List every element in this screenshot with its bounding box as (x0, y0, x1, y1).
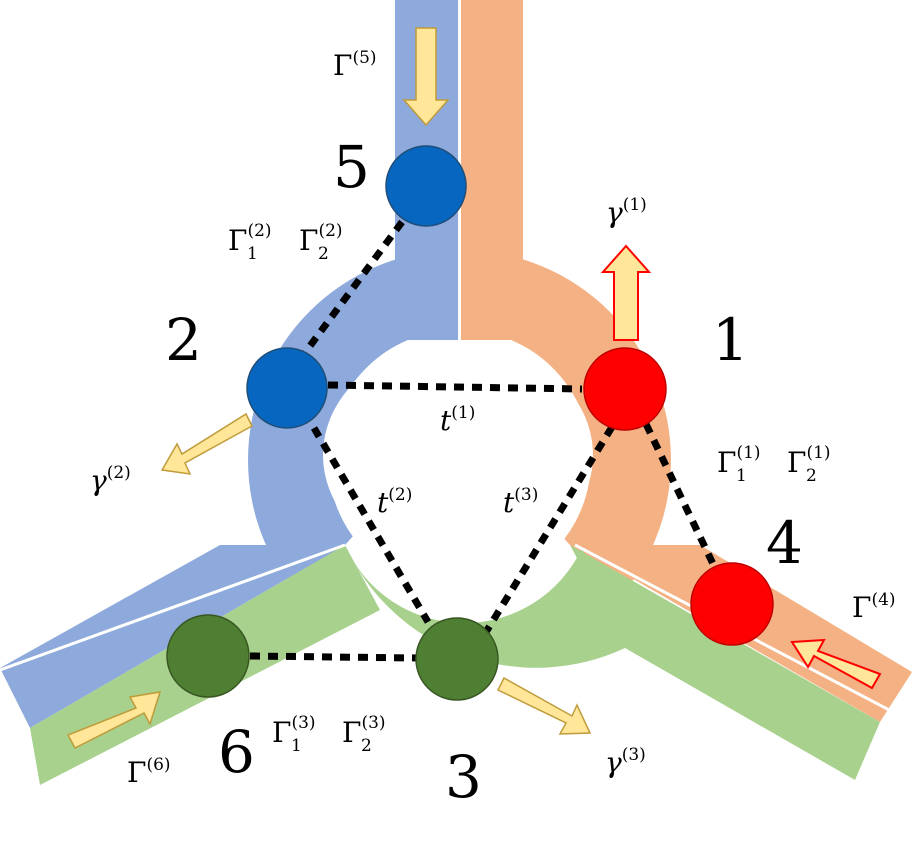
label-Gamma2-1-sub: 2 (806, 466, 817, 486)
link-1-3 (483, 425, 615, 634)
node-6 (166, 614, 250, 698)
label-Gamma1-3-sub: 1 (291, 736, 302, 756)
label-t3: t(3) (503, 485, 538, 519)
label-Gamma2-1: Γ(1) (787, 443, 831, 479)
label-Gamma1-1: Γ(1) (717, 443, 761, 479)
node-label-6: 6 (218, 718, 255, 786)
central-hole (323, 342, 593, 568)
arrow-Gamma4-in (790, 638, 882, 690)
label-Gamma1-2: Γ(2) (228, 221, 272, 257)
arrows (66, 27, 882, 749)
node-label-2: 2 (165, 306, 202, 374)
label-Gamma4: Γ(4) (852, 590, 896, 624)
label-Gamma5: Γ(5) (333, 48, 377, 82)
node-label-3: 3 (445, 743, 482, 811)
label-Gamma1-2-sub: 1 (247, 244, 258, 264)
arrow-gamma3-out (496, 676, 592, 735)
node-label-5: 5 (333, 133, 370, 201)
label-gamma2: γ(2) (90, 463, 131, 497)
divider-line-left (0, 543, 346, 672)
label-Gamma6: Γ(6) (127, 755, 171, 789)
nodes (166, 145, 774, 701)
node-label-4: 4 (766, 509, 803, 577)
node-5 (385, 145, 467, 227)
label-Gamma2-2: Γ(2) (299, 221, 343, 257)
node-1 (583, 347, 667, 431)
symbol-labels: t(1) t(2) t(3) γ(1) γ(2) γ(3) Γ(5) Γ(4) … (90, 48, 896, 789)
node-label-1: 1 (712, 306, 749, 374)
hopping-links (249, 219, 718, 662)
node-3 (415, 617, 499, 701)
node-4 (690, 562, 774, 646)
label-t2: t(2) (377, 485, 412, 519)
link-1-4 (642, 422, 718, 568)
link-2-3 (310, 426, 432, 624)
label-Gamma2-3-sub: 2 (361, 736, 372, 756)
label-gamma1: γ(1) (606, 195, 647, 229)
label-t1: t(1) (440, 403, 475, 437)
link-5-2 (301, 219, 405, 357)
arrow-gamma1-up (600, 244, 652, 341)
node-2 (246, 347, 328, 429)
label-Gamma1-3: Γ(3) (272, 713, 316, 749)
green-lead-right (570, 545, 880, 780)
arrow-gamma5-down (402, 27, 450, 127)
label-gamma3: γ(3) (605, 745, 646, 779)
label-Gamma1-1-sub: 1 (736, 466, 747, 486)
arrow-gamma2-out (160, 412, 253, 475)
link-2-1 (327, 381, 583, 393)
link-6-3 (249, 652, 419, 662)
green-arc (345, 545, 625, 668)
arrow-Gamma6-in (66, 691, 162, 749)
label-Gamma2-3: Γ(3) (342, 713, 386, 749)
label-Gamma2-2-sub: 2 (318, 244, 329, 264)
